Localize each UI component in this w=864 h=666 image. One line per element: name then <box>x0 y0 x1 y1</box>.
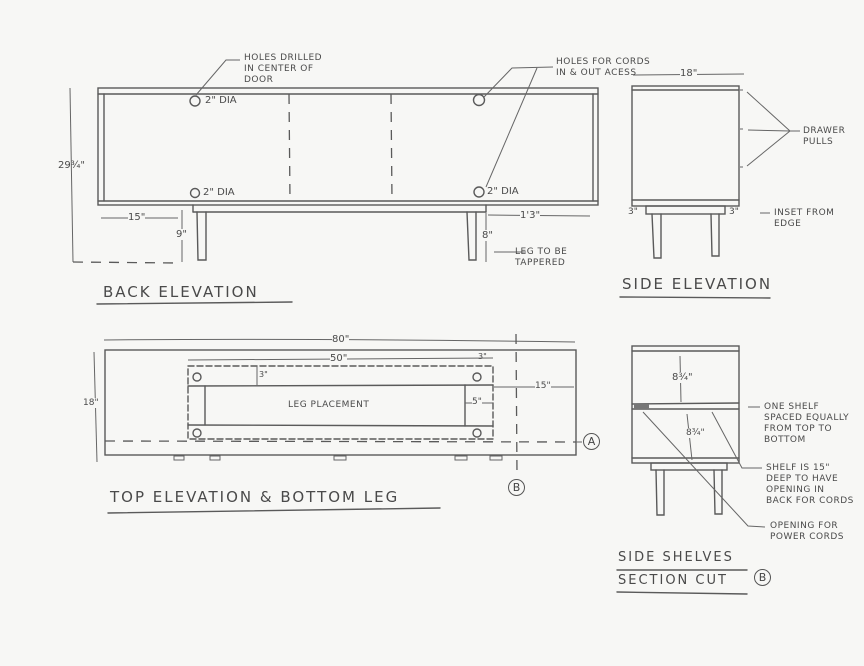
frame-inset-top-dimension: 3" <box>259 370 268 379</box>
note-line: DRAWER <box>803 126 846 136</box>
leg-offset-right-dimension: 1'3" <box>520 210 541 221</box>
note-line: INSET FROM <box>774 208 835 218</box>
section-marker-b: B <box>508 479 525 496</box>
note-line: SPACED EQUALLY <box>764 413 850 423</box>
side-elevation-title: SIDE ELEVATION <box>622 275 773 293</box>
hole-label-bottom-right: 2" DIA <box>487 186 519 197</box>
back-elevation-title: BACK ELEVATION <box>103 283 259 301</box>
note-line: LEG TO BE <box>515 247 568 257</box>
frame-inset-right-dimension: 3" <box>478 352 487 361</box>
note-holes-drilled: HOLES DRILLED IN CENTER OF DOOR <box>244 53 322 86</box>
back-elevation-drawing <box>69 59 599 305</box>
note-line: OPENING IN <box>766 485 825 495</box>
note-line: HOLES DRILLED <box>244 53 323 63</box>
note-inset-from-edge: INSET FROM EDGE <box>774 208 834 230</box>
note-line: BOTTOM <box>764 435 806 445</box>
leg-offset-left-dimension: 15" <box>128 212 146 223</box>
section-cut-title-line2: SECTION CUT <box>618 573 728 588</box>
note-one-shelf: ONE SHELF SPACED EQUALLY FROM TOP TO BOT… <box>764 402 849 446</box>
inset-right-dimension: 3" <box>729 207 739 217</box>
note-line: FROM TOP TO <box>764 424 833 434</box>
leg-height-right-dimension: 8" <box>482 230 493 241</box>
note-line: SHELF IS 15" <box>766 463 831 473</box>
note-line: PULLS <box>803 137 834 147</box>
top-elevation-drawing <box>93 333 582 514</box>
leg-height-left-dimension: 9" <box>176 229 187 240</box>
leg-width-dimension: 5" <box>472 397 482 407</box>
overall-length-dimension: 80" <box>332 334 350 345</box>
note-drawer-pulls: DRAWER PULLS <box>803 126 845 148</box>
upper-space-dimension: 8¾" <box>672 372 693 383</box>
side-offset-dimension: 15" <box>535 381 551 391</box>
depth-dimension: 18" <box>83 398 99 408</box>
inset-left-dimension: 3" <box>628 207 638 217</box>
note-line: IN CENTER OF <box>244 64 314 74</box>
section-marker-a: A <box>583 433 600 450</box>
note-line: HOLES FOR CORDS <box>556 57 651 67</box>
note-line: POWER CORDS <box>770 532 844 542</box>
side-width-dimension: 18" <box>680 68 698 79</box>
note-line: DOOR <box>244 75 274 85</box>
lower-space-dimension: 8¾" <box>686 428 705 438</box>
top-elevation-title: TOP ELEVATION & BOTTOM LEG <box>110 488 400 506</box>
note-leg-tapered: LEG TO BE TAPPERED <box>515 247 567 269</box>
note-shelf-depth: SHELF IS 15" DEEP TO HAVE OPENING IN BAC… <box>766 463 854 507</box>
side-elevation-drawing <box>619 73 800 299</box>
note-line: IN & OUT ACESS <box>556 68 637 78</box>
note-line: EDGE <box>774 219 802 229</box>
hole-label-top-left: 2" DIA <box>205 95 237 106</box>
leg-placement-label: LEG PLACEMENT <box>288 400 370 410</box>
section-cut-title-line1: SIDE SHELVES <box>618 550 734 565</box>
note-opening-power-cords: OPENING FOR POWER CORDS <box>770 521 844 543</box>
hole-label-bottom-left: 2" DIA <box>203 187 235 198</box>
note-line: ONE SHELF <box>764 402 820 412</box>
section-cut-marker-b: B <box>754 569 771 586</box>
height-dimension: 29¾" <box>58 160 86 171</box>
note-line: OPENING FOR <box>770 521 839 531</box>
note-line: BACK FOR CORDS <box>766 496 854 506</box>
note-line: TAPPERED <box>515 258 566 268</box>
note-holes-cords: HOLES FOR CORDS IN & OUT ACESS <box>556 57 650 79</box>
leg-frame-length-dimension: 50" <box>330 353 348 364</box>
note-line: DEEP TO HAVE <box>766 474 839 484</box>
